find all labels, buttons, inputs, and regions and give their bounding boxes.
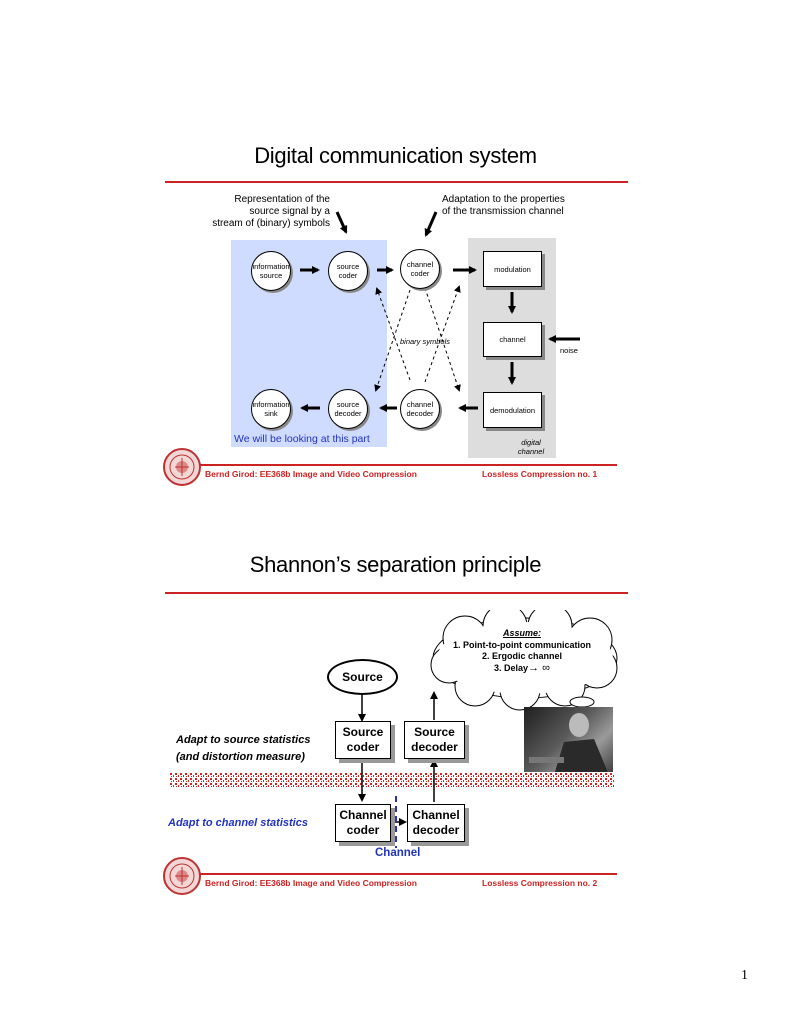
binary-symbols-label: binary symbols: [399, 337, 451, 346]
university-seal-logo: [163, 448, 201, 486]
focus-note: We will be looking at this part: [234, 433, 370, 445]
channel-noise-band: [170, 772, 614, 788]
slide2-arrows: [358, 691, 438, 848]
university-seal-logo-2: [163, 857, 201, 895]
annotation-source-representation: Representation of the source signal by a…: [212, 194, 330, 229]
adapt-source-label: Adapt to source statistics(and distortio…: [176, 734, 311, 763]
source-ellipse: Source: [327, 659, 398, 695]
slide1-footer-rule: [200, 464, 617, 466]
slide1-footer-left: Bernd Girod: EE368b Image and Video Comp…: [205, 469, 417, 479]
slide1-title: Digital communication system: [254, 143, 537, 168]
slide2-footer-right: Lossless Compression no. 2: [482, 878, 598, 888]
cloud-text: Assume: 1. Point-to-point communication …: [430, 628, 614, 674]
modulation-box: modulation: [483, 251, 542, 287]
channel-box: channel: [483, 322, 542, 357]
slide1-arrows: [300, 211, 580, 412]
page-number: 1: [741, 968, 748, 983]
annotation-channel-adaptation: Adaptation to the properties of the tran…: [442, 194, 565, 217]
cloud-item-1: 1. Point-to-point communication: [453, 639, 591, 650]
slide2-footer-left: Bernd Girod: EE368b Image and Video Comp…: [205, 878, 417, 888]
cloud-item-2: 2. Ergodic channel: [481, 651, 563, 661]
channel-label: Channel: [375, 847, 421, 859]
slide2-title-rule: [165, 592, 628, 594]
shannon-photo: [524, 707, 613, 775]
noise-label: noise: [560, 346, 578, 355]
demodulation-box: demodulation: [483, 392, 542, 428]
cloud-heading: Assume:: [502, 628, 541, 638]
slide2-footer-rule: [200, 873, 617, 875]
slide1-footer-right: Lossless Compression no. 1: [482, 469, 598, 479]
cloud-item-3: 3. Delay→ ∞: [494, 661, 550, 674]
slide2-title: Shannon’s separation principle: [249, 552, 542, 577]
slide1-title-rule: [165, 181, 628, 183]
adapt-channel-label: Adapt to channel statistics: [168, 817, 308, 829]
assumption-cloud: [430, 610, 618, 718]
